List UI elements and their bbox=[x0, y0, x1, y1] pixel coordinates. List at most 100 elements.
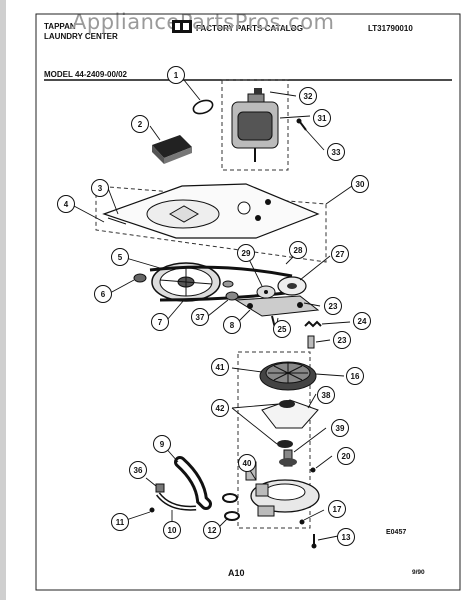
callout-28: 28 bbox=[289, 241, 307, 259]
part-13-drawing bbox=[311, 534, 317, 549]
callout-number: 8 bbox=[230, 321, 235, 330]
page-code: A10 bbox=[228, 568, 245, 578]
callout-number: 25 bbox=[278, 325, 287, 334]
callout-6: 6 bbox=[94, 285, 112, 303]
callout-circle bbox=[191, 308, 209, 326]
brand-name: TAPPAN bbox=[44, 22, 76, 31]
part-36-drawing bbox=[155, 483, 165, 493]
callout-10: 10 bbox=[163, 521, 181, 539]
part-10-drawing bbox=[156, 492, 197, 511]
part-39-drawing bbox=[279, 449, 297, 467]
callout-circle bbox=[289, 241, 307, 259]
part-11-drawing bbox=[149, 507, 155, 513]
callout-number: 11 bbox=[116, 518, 125, 527]
base-plate-drawing bbox=[102, 183, 320, 239]
callout-number: 38 bbox=[322, 391, 331, 400]
callout-number: 39 bbox=[336, 424, 345, 433]
callout-number: 41 bbox=[216, 363, 225, 372]
callout-25: 25 bbox=[273, 320, 291, 338]
callout-number: 30 bbox=[356, 180, 365, 189]
callout-circle bbox=[94, 285, 112, 303]
callout-5: 5 bbox=[111, 248, 129, 266]
callout-circle bbox=[328, 500, 346, 518]
callout-circle bbox=[331, 245, 349, 263]
callout-number: 6 bbox=[101, 290, 106, 299]
callout-38: 38 bbox=[317, 386, 335, 404]
callout-circle bbox=[238, 454, 256, 472]
callout-circle bbox=[211, 399, 229, 417]
part-20-drawing bbox=[310, 467, 316, 473]
callout-number: 24 bbox=[358, 317, 367, 326]
callout-circle bbox=[317, 386, 335, 404]
pump-impeller-drawing bbox=[259, 361, 317, 391]
callout-number: 2 bbox=[138, 120, 143, 129]
callout-39: 39 bbox=[331, 419, 349, 437]
part-42-upper-drawing bbox=[279, 400, 295, 408]
callout-circle bbox=[313, 109, 331, 127]
callout-circle bbox=[324, 297, 342, 315]
callout-1: 1 bbox=[167, 66, 185, 84]
callout-number: 36 bbox=[134, 466, 143, 475]
callout-number: 31 bbox=[318, 114, 327, 123]
callout-number: 16 bbox=[351, 372, 360, 381]
motor-drawing bbox=[231, 88, 279, 162]
part-33-drawing bbox=[296, 118, 307, 131]
callout-42: 42 bbox=[211, 399, 229, 417]
callout-number: 7 bbox=[158, 318, 163, 327]
part-17-drawing bbox=[299, 519, 305, 525]
callout-32: 32 bbox=[299, 87, 317, 105]
catalog-title: FACTORY PARTS CATALOG bbox=[196, 24, 303, 33]
callout-13: 13 bbox=[337, 528, 355, 546]
callout-number: 9 bbox=[160, 440, 165, 449]
callout-circle bbox=[353, 312, 371, 330]
callout-circle bbox=[129, 461, 147, 479]
callout-8: 8 bbox=[223, 316, 241, 334]
part-12-upper-drawing bbox=[222, 493, 238, 503]
callout-circle bbox=[346, 367, 364, 385]
part-6-drawing bbox=[133, 273, 147, 283]
callout-circle bbox=[167, 66, 185, 84]
callout-40: 40 bbox=[238, 454, 256, 472]
callout-circle bbox=[91, 179, 109, 197]
callout-circle bbox=[163, 521, 181, 539]
part-2-drawing bbox=[152, 135, 192, 164]
callout-27: 27 bbox=[331, 245, 349, 263]
callout-12: 12 bbox=[203, 521, 221, 539]
callout-number: 32 bbox=[304, 92, 313, 101]
callout-number: 42 bbox=[216, 404, 225, 413]
figure-id: E0457 bbox=[386, 529, 406, 536]
callout-number: 28 bbox=[294, 246, 303, 255]
washer-drawing bbox=[222, 280, 234, 288]
callout-number: 1 bbox=[174, 71, 179, 80]
callout-33: 33 bbox=[327, 143, 345, 161]
callout-circle bbox=[131, 115, 149, 133]
callout-number: 10 bbox=[168, 526, 177, 535]
pump-housing-drawing bbox=[245, 461, 320, 517]
callout-circle bbox=[333, 331, 351, 349]
product-line: LAUNDRY CENTER bbox=[44, 32, 118, 41]
callout-31: 31 bbox=[313, 109, 331, 127]
callout-circle bbox=[237, 244, 255, 262]
scan-edge bbox=[0, 0, 6, 600]
callout-9: 9 bbox=[153, 435, 171, 453]
callout-4: 4 bbox=[57, 195, 75, 213]
callout-number: 29 bbox=[242, 249, 251, 258]
callout-circle bbox=[153, 435, 171, 453]
part-24-drawing bbox=[304, 320, 322, 328]
callout-circle bbox=[351, 175, 369, 193]
callout-circle bbox=[111, 248, 129, 266]
callout-circle bbox=[337, 447, 355, 465]
part-1-drawing bbox=[192, 99, 214, 115]
model-number: MODEL 44-2409-00/02 bbox=[44, 70, 128, 79]
callout-number: 23 bbox=[338, 336, 347, 345]
callout-11: 11 bbox=[111, 513, 129, 531]
callout-circle bbox=[211, 358, 229, 376]
pump-group-box bbox=[237, 351, 311, 529]
callout-3: 3 bbox=[91, 179, 109, 197]
motor-group-box bbox=[221, 79, 289, 171]
catalog-code: LT31790010 bbox=[368, 24, 413, 33]
callout-41: 41 bbox=[211, 358, 229, 376]
callout-7: 7 bbox=[151, 313, 169, 331]
